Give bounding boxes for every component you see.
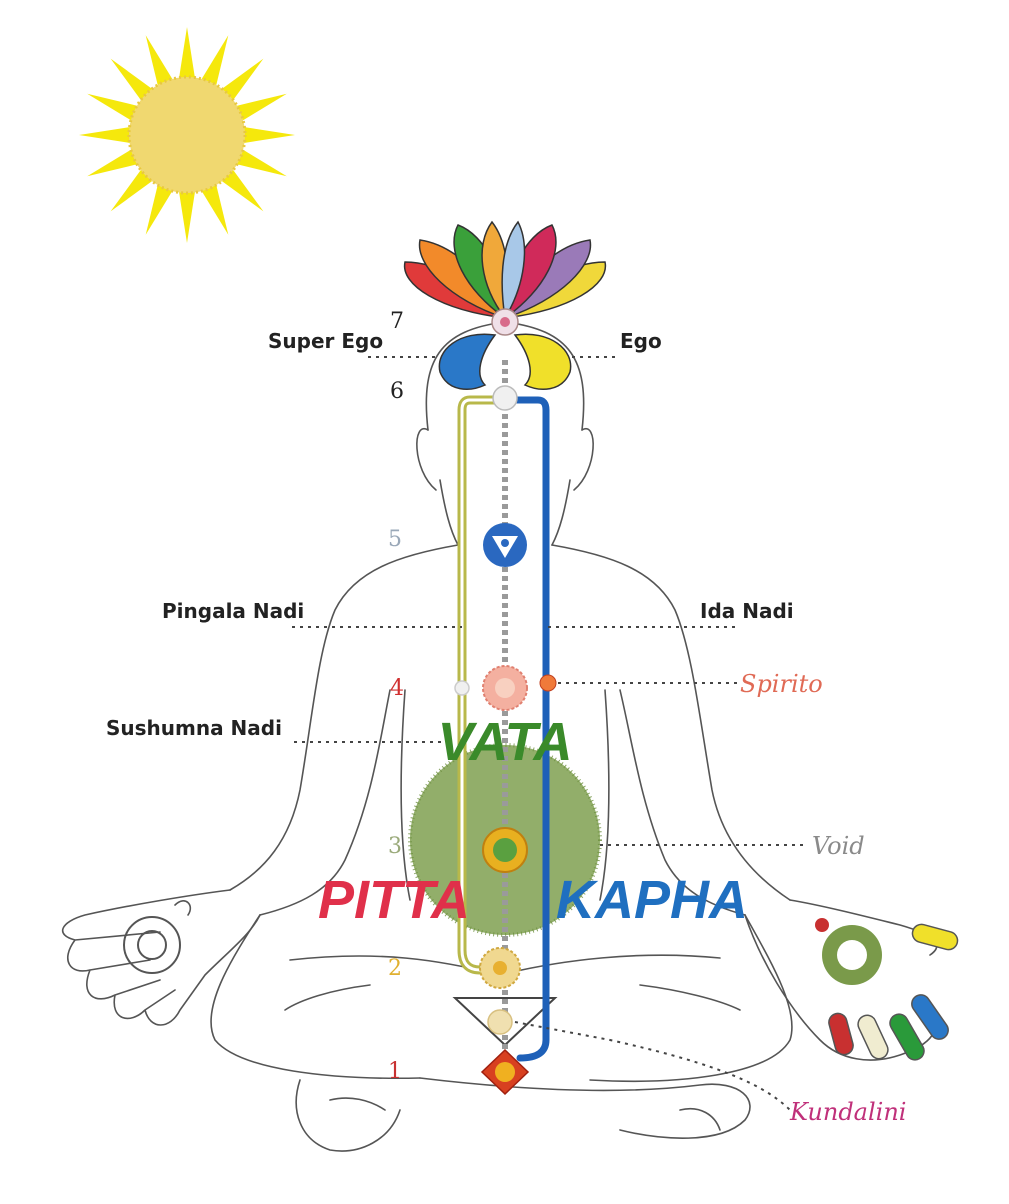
- sun-ray: [242, 126, 295, 144]
- sun-ray: [87, 148, 139, 177]
- right-palm-chakra: [815, 918, 882, 985]
- chakra-number-5: 5: [388, 527, 402, 552]
- sun-ray: [79, 126, 132, 144]
- fingertip-markers: [828, 923, 959, 1061]
- sun-ray: [220, 168, 264, 212]
- solar-plexus-chakra: [482, 827, 528, 873]
- crown-lotus: [403, 220, 607, 336]
- chakra-number-6: 6: [390, 379, 404, 404]
- vata-label: VATA: [438, 712, 573, 772]
- sun-ray: [235, 148, 287, 177]
- heart-chakra: [482, 665, 528, 711]
- chakra-number-2: 2: [388, 956, 402, 981]
- sun-ray: [87, 93, 139, 122]
- sun-ray: [145, 183, 174, 235]
- sun-ray: [178, 27, 196, 80]
- ida-channel: [501, 396, 550, 1062]
- sun-ray: [200, 35, 229, 87]
- sacral-chakra: [479, 947, 521, 989]
- moon-icon: [785, 80, 918, 213]
- spirito-label: Spirito: [740, 670, 823, 698]
- sun-ray: [178, 190, 196, 243]
- body-outline: [61, 321, 938, 1152]
- chakra-number-1: 1: [388, 1059, 402, 1084]
- kundalini-label: Kundalini: [789, 1098, 906, 1126]
- root-chakra: [480, 1048, 530, 1096]
- ajna-chakra: [438, 333, 572, 411]
- chakra-number-7: 7: [390, 309, 404, 334]
- sun-ray: [200, 183, 229, 235]
- kundalini-triangle: [452, 997, 558, 1047]
- sun-ray: [145, 35, 174, 87]
- ida-nadi-label: Ida Nadi: [700, 599, 794, 623]
- sun-ray: [110, 168, 154, 212]
- sun-ray: [110, 58, 154, 102]
- left-palm-chakra: [123, 916, 181, 974]
- sun-icon: [79, 27, 295, 243]
- sun-ray: [235, 93, 287, 122]
- pitta-label: PITTA: [318, 870, 470, 930]
- chakra-number-4: 4: [390, 676, 404, 701]
- sushumna-nadi-label: Sushumna Nadi: [106, 716, 282, 740]
- ego-label: Ego: [620, 329, 662, 353]
- pingala-nadi-label: Pingala Nadi: [162, 599, 304, 623]
- spirito-flame: [539, 674, 557, 692]
- throat-chakra: [483, 523, 527, 567]
- sun-ray: [220, 58, 264, 102]
- chakra-number-3: 3: [388, 834, 402, 859]
- kapha-label: KAPHA: [556, 870, 748, 930]
- void-label: Void: [812, 832, 865, 860]
- super-ego-label: Super Ego: [268, 329, 383, 353]
